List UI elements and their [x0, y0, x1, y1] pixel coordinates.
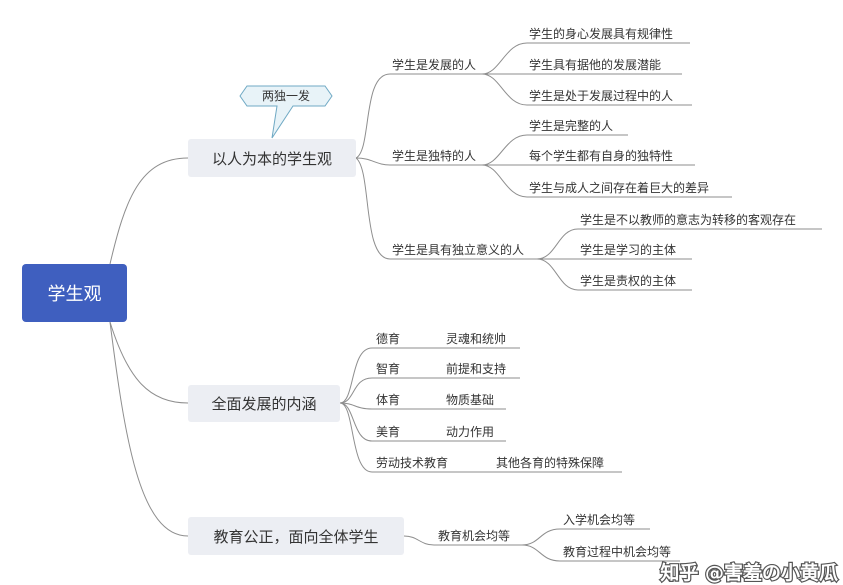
leaf-node-b1-3-2[interactable]: 学生是学习的主体: [578, 242, 692, 260]
leaf-label: 学生是处于发展过程中的人: [529, 88, 673, 103]
leaf-label: 学生具有据他的发展潜能: [529, 57, 661, 72]
topic-node-b2-4[interactable]: 美育 动力作用: [372, 424, 506, 442]
leaf-label: 动力作用: [446, 425, 494, 439]
connector-root-branch-1: [109, 157, 189, 265]
connector-b3-c1: [403, 535, 435, 546]
branch-label-3: 教育公正，面向全体学生: [213, 528, 378, 546]
connector-b2-c1: [339, 347, 373, 404]
leaf-label: 学生的身心发展具有规律性: [529, 26, 673, 41]
topic-label: 智育: [376, 361, 400, 376]
root-label: 学生观: [48, 284, 102, 305]
topic-node-b3-1[interactable]: 教育机会均等: [434, 528, 522, 546]
leaf-label: 教育过程中机会均等: [563, 544, 671, 559]
leaf-node-b1-3-1[interactable]: 学生是不以教师的意志为转移的客观存在: [578, 212, 822, 230]
topic-label: 教育机会均等: [438, 528, 510, 543]
connector-b1-c2: [355, 157, 391, 166]
topic-label: 学生是独特的人: [392, 148, 476, 163]
leaf-label: 其他各育的特殊保障: [496, 455, 604, 470]
leaf-label: 学生与成人之间存在着巨大的差异: [529, 180, 709, 195]
root-node[interactable]: 学生观: [22, 264, 127, 322]
connector-b1-c3-l1: [536, 228, 579, 260]
branch-node-3[interactable]: 教育公正，面向全体学生: [188, 517, 404, 555]
topic-node-b2-3[interactable]: 体育 物质基础: [372, 392, 506, 410]
callout-note: 两独一发: [239, 85, 333, 139]
branch-node-2[interactable]: 全面发展的内涵: [188, 385, 340, 422]
connector-b2-c5: [339, 402, 373, 473]
connectors: [109, 42, 579, 562]
connector-root-branch-2: [109, 321, 189, 404]
connector-b3-c1-l2: [521, 544, 561, 562]
connector-b1-c3-l3: [536, 258, 579, 291]
topic-label: 美育: [376, 424, 400, 439]
leaf-label: 前提和支持: [446, 361, 506, 376]
leaf-label: 物质基础: [446, 393, 494, 407]
callout-label: 两独一发: [262, 88, 310, 103]
leaf-node-b1-1-3[interactable]: 学生是处于发展过程中的人: [527, 88, 692, 106]
connector-b2-c2: [339, 377, 373, 404]
leaf-node-b1-2-3[interactable]: 学生与成人之间存在着巨大的差异: [527, 180, 732, 198]
leaf-node-b1-1-1[interactable]: 学生的身心发展具有规律性: [527, 26, 690, 44]
topic-label: 体育: [376, 392, 400, 407]
leaf-label: 学生是学习的主体: [580, 242, 676, 257]
leaf-node-b1-3-3[interactable]: 学生是责权的主体: [578, 273, 692, 291]
connector-b2-c3: [339, 402, 373, 410]
topic-node-b1-1[interactable]: 学生是发展的人: [390, 57, 482, 75]
connector-b1-c2-l1: [481, 134, 528, 166]
leaf-label: 学生是完整的人: [529, 118, 613, 133]
leaf-node-b1-1-2[interactable]: 学生具有据他的发展潜能: [527, 57, 682, 75]
leaf-node-b1-2-1[interactable]: 学生是完整的人: [527, 118, 628, 136]
leaf-label: 灵魂和统帅: [446, 331, 506, 346]
topic-node-b2-1[interactable]: 德育 灵魂和统帅: [372, 331, 520, 349]
branch-node-1[interactable]: 以人为本的学生观: [188, 139, 356, 177]
connector-b1-c1-l3: [481, 73, 528, 106]
topic-label: 劳动技术教育: [376, 455, 448, 470]
connector-b3-c1-l1: [521, 528, 561, 546]
watermark: 知乎 @害羞の小黄瓜: [660, 561, 838, 584]
branch-label-1: 以人为本的学生观: [212, 150, 332, 168]
connector-b1-c1: [355, 73, 391, 159]
leaf-label: 学生是不以教师的意志为转移的客观存在: [580, 212, 796, 227]
topic-node-b2-5[interactable]: 劳动技术教育 其他各育的特殊保障: [372, 455, 622, 473]
leaf-node-b3-1-2[interactable]: 教育过程中机会均等: [560, 544, 680, 562]
connector-root-branch-3: [109, 321, 189, 537]
leaf-label: 入学机会均等: [563, 512, 635, 527]
connector-b1-c2-l3: [481, 164, 528, 198]
topic-node-b1-3[interactable]: 学生是具有独立意义的人: [390, 242, 537, 260]
connector-b1-c1-l1: [481, 42, 528, 75]
leaf-label: 每个学生都有自身的独特性: [529, 148, 673, 163]
topic-node-b1-2[interactable]: 学生是独特的人: [390, 148, 482, 166]
connector-b1-c3: [355, 157, 391, 260]
leaf-node-b1-2-2[interactable]: 每个学生都有自身的独特性: [527, 148, 695, 166]
topic-label: 学生是具有独立意义的人: [392, 242, 524, 257]
leaf-node-b3-1-1[interactable]: 入学机会均等: [560, 512, 650, 530]
topic-node-b2-2[interactable]: 智育 前提和支持: [372, 361, 520, 379]
topic-label: 学生是发展的人: [392, 57, 476, 72]
topic-label: 德育: [376, 331, 400, 346]
branch-label-2: 全面发展的内涵: [211, 395, 316, 413]
leaf-label: 学生是责权的主体: [580, 273, 676, 288]
